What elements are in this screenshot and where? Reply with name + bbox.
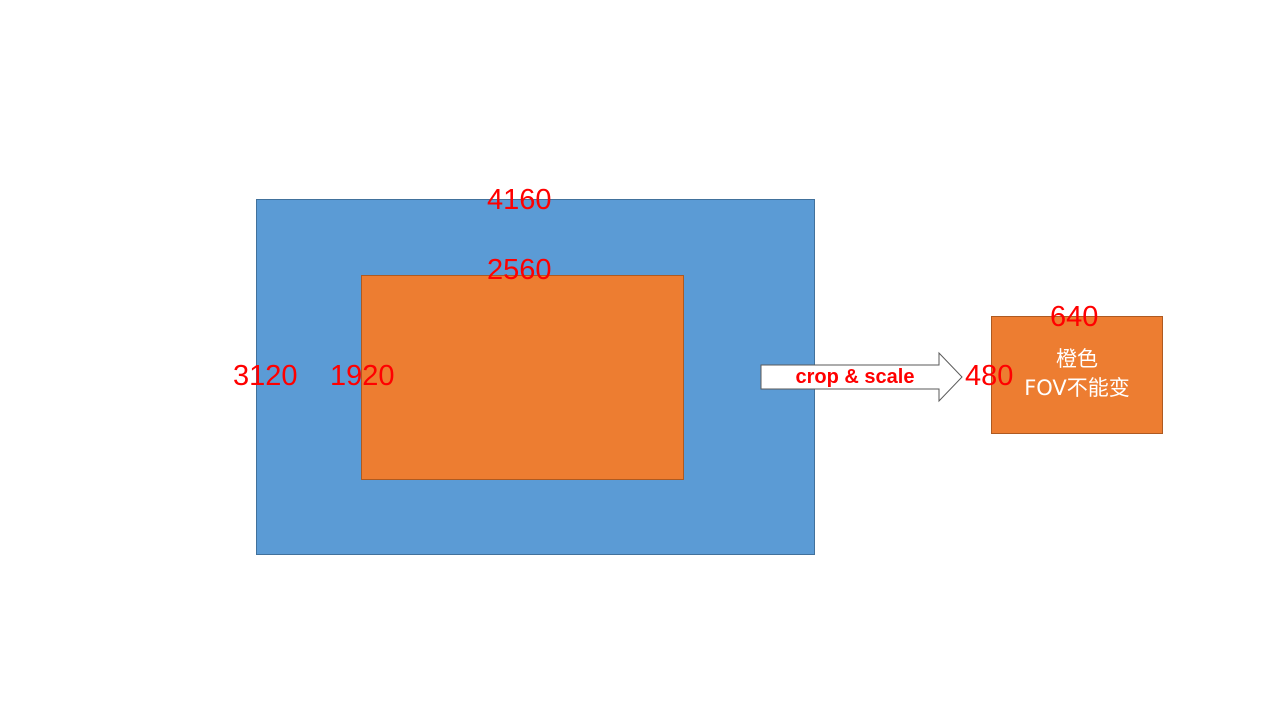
output-box-text-line2: FOV不能变	[1024, 376, 1130, 400]
arrow-label: crop & scale	[795, 366, 915, 388]
output-width-label: 640	[1050, 301, 1099, 333]
output-height-label: 480	[965, 360, 1014, 392]
output-box-text: 橙色 FOV不能变	[991, 345, 1163, 403]
output-rect	[991, 316, 1163, 434]
outer-width-label: 4160	[487, 184, 552, 216]
inner-height-label: 1920	[330, 360, 395, 392]
inner-width-label: 2560	[487, 254, 552, 286]
outer-height-label: 3120	[233, 360, 298, 392]
inner-crop-rect	[361, 275, 684, 480]
output-box-text-line1: 橙色	[1056, 347, 1098, 371]
